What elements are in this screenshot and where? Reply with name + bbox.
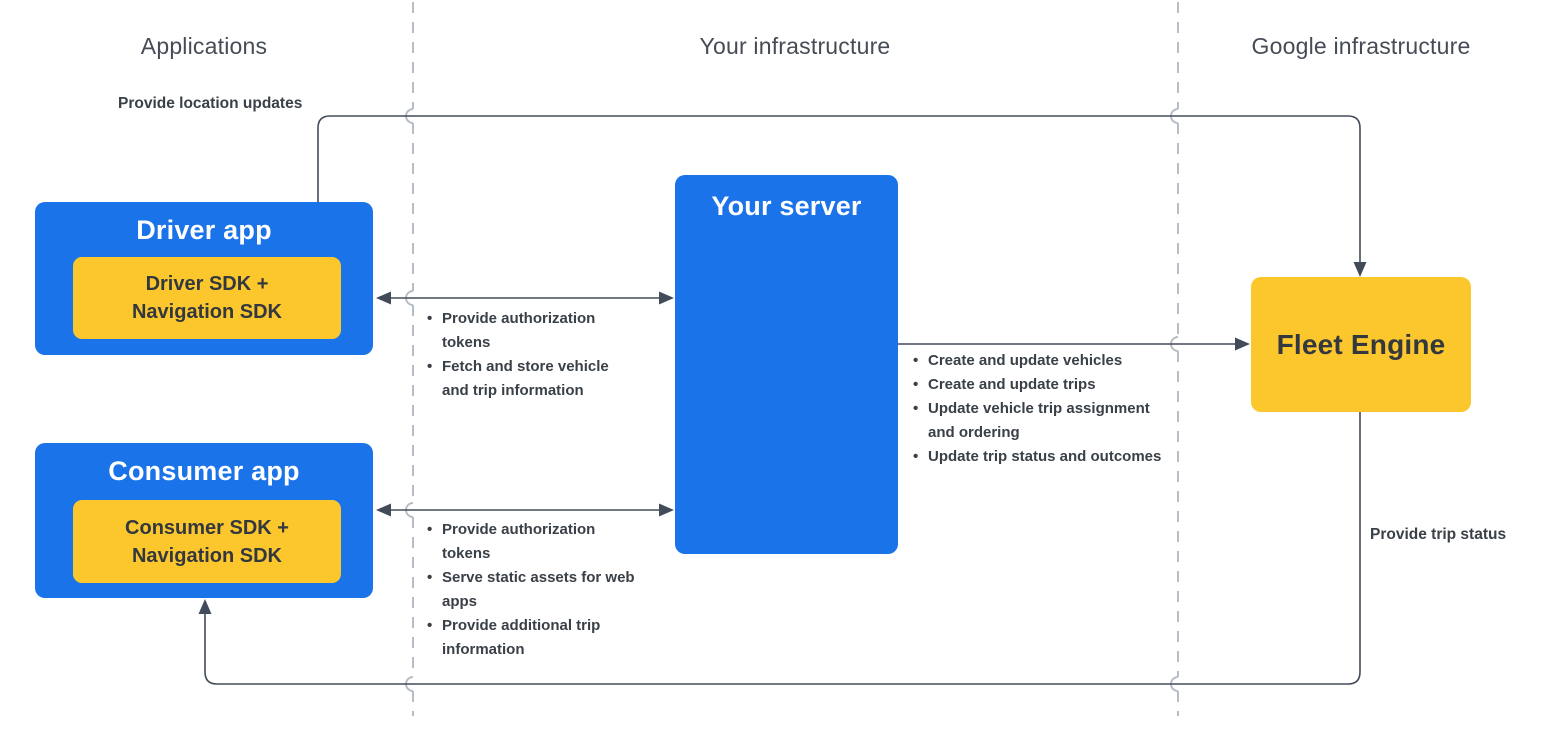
server-fleet-bullet-list: Create and update vehiclesCreate and upd… xyxy=(913,349,1171,469)
column-header-google-infrastructure: Google infrastructure xyxy=(1251,33,1471,59)
column-divider-right xyxy=(1170,2,1179,716)
consumer-server-bullet-list: Provide authorization tokensServe static… xyxy=(427,518,639,662)
driver-app-title: Driver app xyxy=(136,215,272,245)
node-driver-sdk: Driver SDK + Navigation SDK xyxy=(73,257,341,339)
node-fleet-engine: Fleet Engine xyxy=(1251,277,1471,412)
bullet-item: Provide authorization tokens xyxy=(427,518,639,566)
bullet-item: Create and update trips xyxy=(913,373,1171,397)
node-consumer-app: Consumer app Consumer SDK + Navigation S… xyxy=(35,443,373,598)
arrowhead-into-driver-app xyxy=(376,291,391,305)
bullet-item: Provide authorization tokens xyxy=(427,307,639,355)
node-your-server: Your server xyxy=(675,175,898,554)
arrowhead-into-server-consumer-row xyxy=(659,503,674,517)
node-consumer-sdk: Consumer SDK + Navigation SDK xyxy=(73,500,341,583)
bullet-item: Update trip status and outcomes xyxy=(913,445,1171,469)
column-header-your-infrastructure: Your infrastructure xyxy=(699,33,891,59)
bullet-item: Create and update vehicles xyxy=(913,349,1171,373)
consumer-sdk-label: Consumer SDK + Navigation SDK xyxy=(125,516,289,567)
consumer-app-title: Consumer app xyxy=(108,456,300,486)
bullet-item: Provide additional trip information xyxy=(427,614,639,662)
bullet-item: Update vehicle trip assignment and order… xyxy=(913,397,1171,445)
your-server-title: Your server xyxy=(711,191,862,221)
arrowhead-into-consumer-bottom xyxy=(198,599,212,614)
arrowhead-into-server-driver-row xyxy=(659,291,674,305)
arrowhead-into-consumer-app xyxy=(376,503,391,517)
fleet-engine-title: Fleet Engine xyxy=(1276,328,1446,360)
arrowhead-into-fleet-top xyxy=(1353,262,1367,277)
driver-sdk-label: Driver SDK + Navigation SDK xyxy=(131,273,283,323)
edge-label-provide-location-updates: Provide location updates xyxy=(118,95,303,112)
bullet-item: Fetch and store vehicle and trip informa… xyxy=(427,355,639,403)
driver-server-bullet-list: Provide authorization tokensFetch and st… xyxy=(427,307,639,403)
column-header-applications: Applications xyxy=(140,33,268,59)
column-divider-left xyxy=(405,2,414,716)
arrowhead-into-fleet-left xyxy=(1235,337,1250,351)
bullet-item: Serve static assets for web apps xyxy=(427,566,639,614)
node-driver-app: Driver app Driver SDK + Navigation SDK xyxy=(35,202,373,355)
edge-label-provide-trip-status: Provide trip status xyxy=(1370,526,1507,543)
